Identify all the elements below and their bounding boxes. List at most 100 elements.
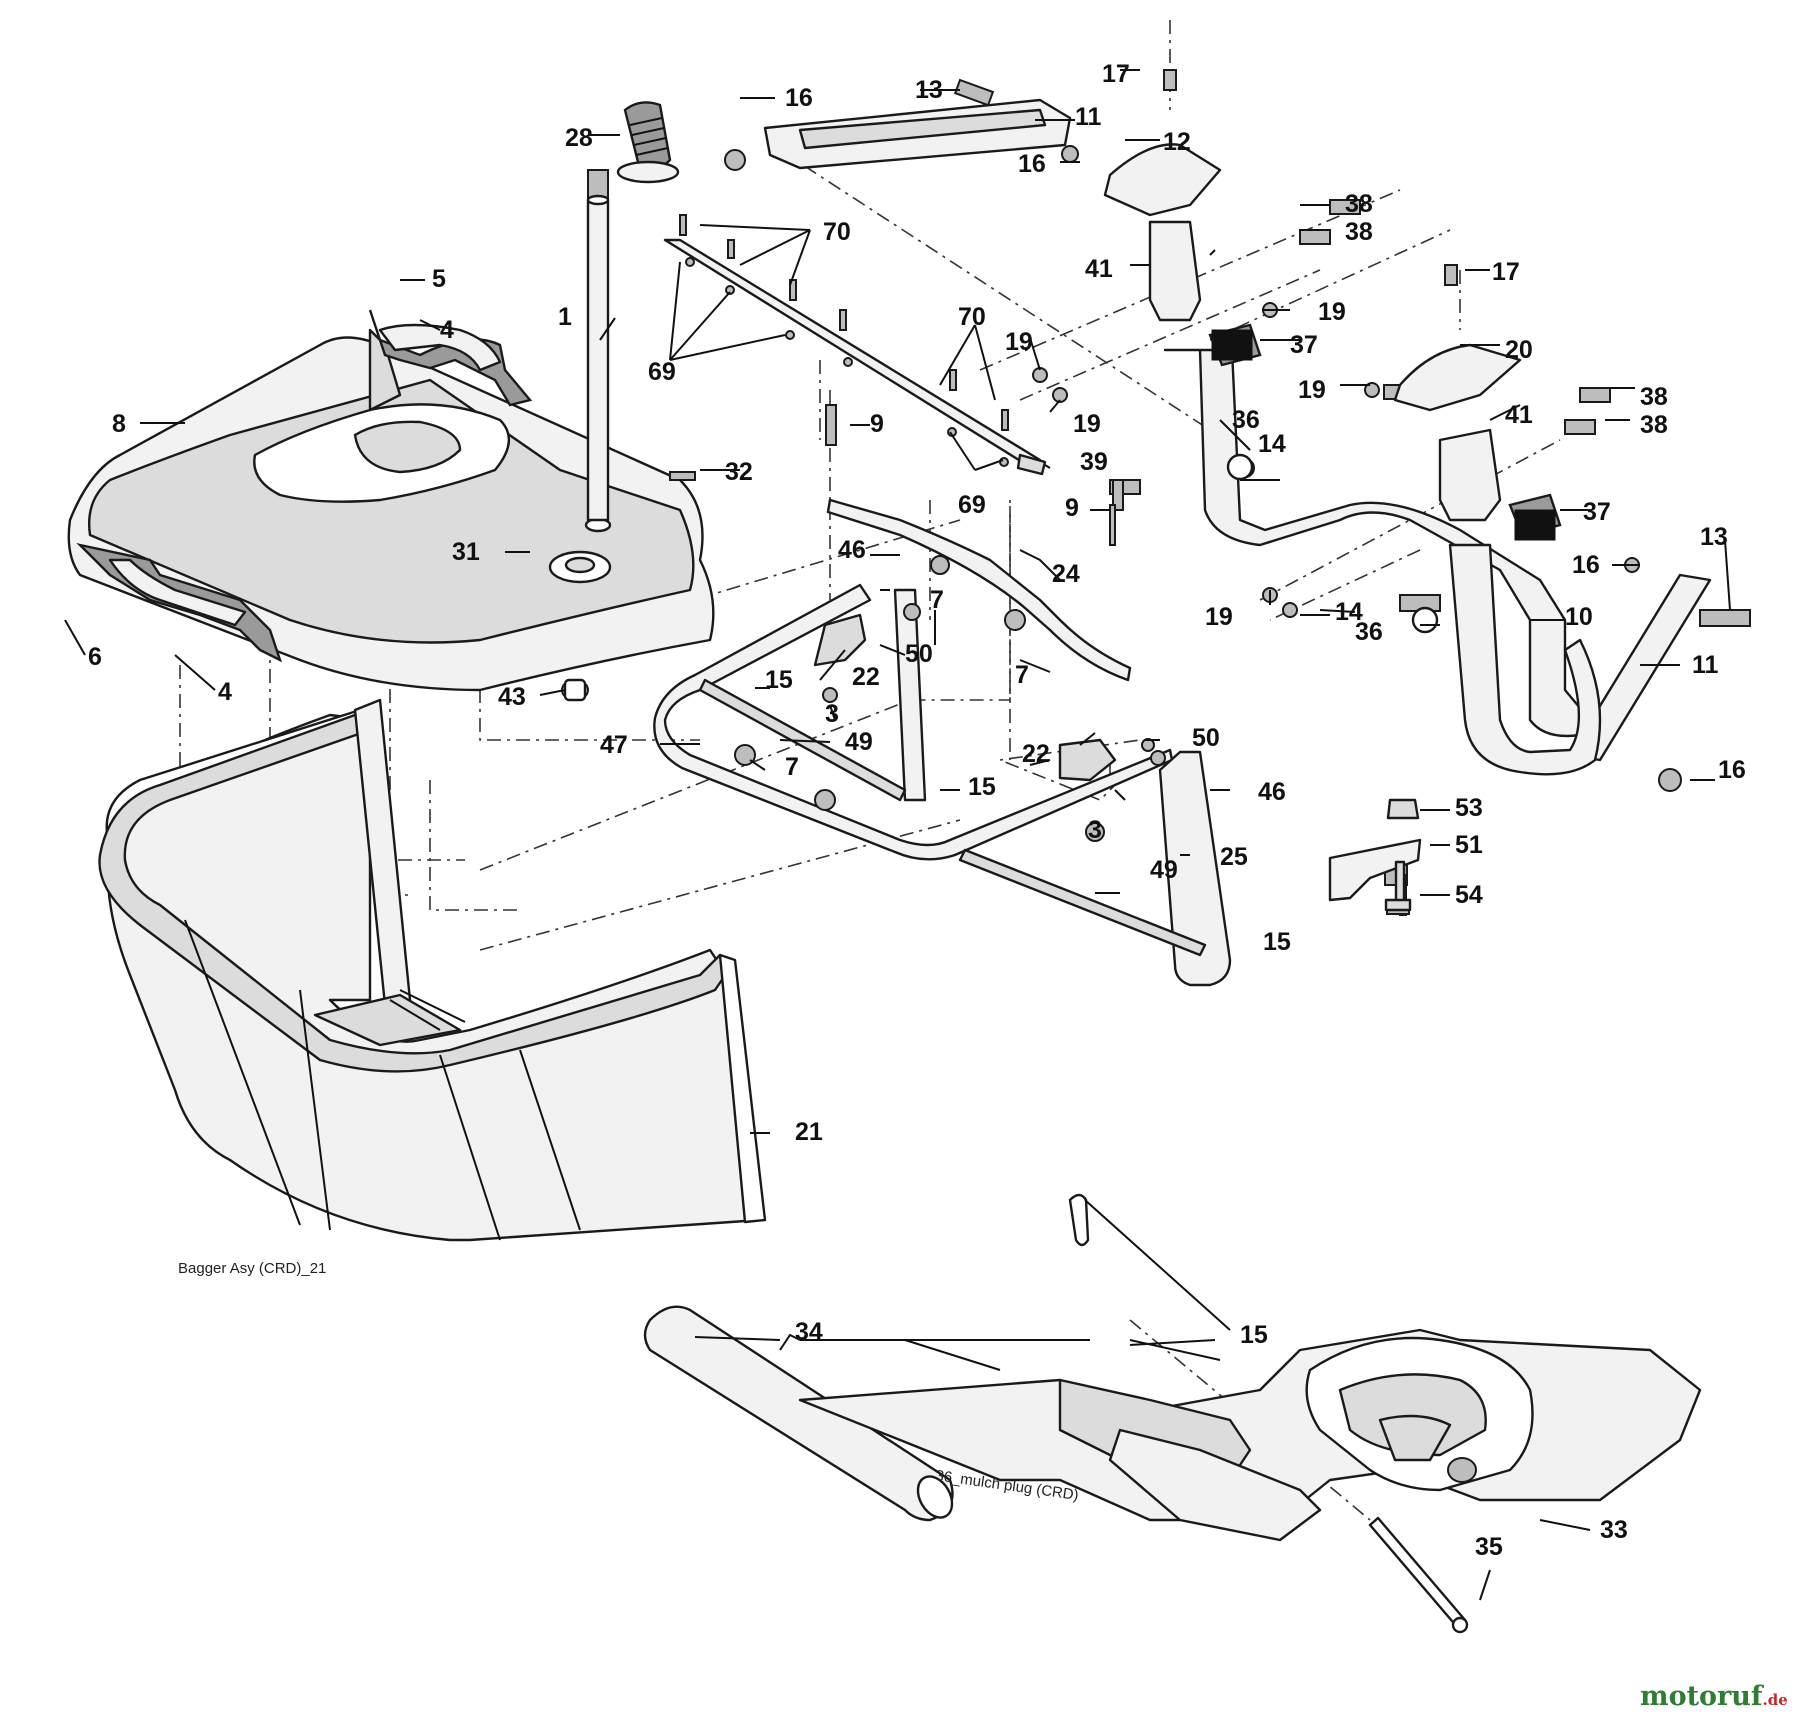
callout-3: 3 xyxy=(1088,816,1102,844)
callout-38: 38 xyxy=(1640,383,1668,411)
callout-46: 46 xyxy=(838,536,866,564)
callout-19: 19 xyxy=(1005,328,1033,356)
callout-16: 16 xyxy=(1572,551,1600,579)
callout-35: 35 xyxy=(1475,1533,1503,1561)
callout-14: 14 xyxy=(1258,430,1286,458)
caption-bagger-assembly: Bagger Asy (CRD)_21 xyxy=(178,1260,326,1277)
mulch-plug-part-33 xyxy=(798,1193,1702,1542)
callout-20: 20 xyxy=(1505,336,1533,364)
handle-part-4 xyxy=(76,309,533,663)
watermark-suffix: .de xyxy=(1763,1691,1788,1709)
bolt-part-54 xyxy=(1384,860,1412,912)
latch-part-51 xyxy=(1328,838,1422,902)
callout-41: 41 xyxy=(1505,401,1533,429)
callout-38: 38 xyxy=(1640,411,1668,439)
grip-part-28 xyxy=(616,101,680,184)
callout-39: 39 xyxy=(1080,448,1108,476)
callout-15: 15 xyxy=(968,773,996,801)
callout-19: 19 xyxy=(1205,603,1233,631)
callout-37: 37 xyxy=(1583,498,1611,526)
callout-4: 4 xyxy=(218,678,232,706)
callout-41: 41 xyxy=(1085,255,1113,283)
callout-24: 24 xyxy=(1052,560,1080,588)
callout-6: 6 xyxy=(88,643,102,671)
callout-22: 22 xyxy=(1022,740,1050,768)
callout-49: 49 xyxy=(845,728,873,756)
callout-36: 36 xyxy=(1355,618,1383,646)
callout-15: 15 xyxy=(1240,1321,1268,1349)
callout-7: 7 xyxy=(785,753,799,781)
callout-28: 28 xyxy=(565,124,593,152)
plug-part-43 xyxy=(563,678,587,702)
strap-part-11 xyxy=(763,98,1712,762)
tube-part-34 xyxy=(643,1305,954,1522)
callout-16: 16 xyxy=(1018,150,1046,178)
callout-7: 7 xyxy=(1015,661,1029,689)
callout-32: 32 xyxy=(725,458,753,486)
block-part-37 xyxy=(1211,329,1556,541)
callout-19: 19 xyxy=(1073,410,1101,438)
callout-11: 11 xyxy=(1075,103,1102,131)
callout-34: 34 xyxy=(795,1318,823,1346)
callout-12: 12 xyxy=(1163,128,1191,156)
callout-11: 11 xyxy=(1692,651,1719,679)
callout-70: 70 xyxy=(958,303,986,331)
callout-53: 53 xyxy=(1455,794,1483,822)
callout-13: 13 xyxy=(1700,523,1728,551)
callout-numbers: 1 3 3 4 4 5 6 7 7 7 8 9 9 10 11 11 12 13… xyxy=(88,60,1746,1561)
callout-69: 69 xyxy=(648,358,676,386)
callout-5: 5 xyxy=(432,265,446,293)
callout-13: 13 xyxy=(915,76,943,104)
clip-part-12 xyxy=(1103,143,1222,217)
callout-54: 54 xyxy=(1455,881,1483,909)
bar-part-39 xyxy=(663,238,1047,476)
bracket-part-41 xyxy=(1148,220,1502,522)
pin-part-35 xyxy=(1368,1516,1469,1634)
callout-19: 19 xyxy=(1298,376,1326,404)
callout-36: 36 xyxy=(1232,406,1260,434)
callout-31: 31 xyxy=(452,538,480,566)
callout-9: 9 xyxy=(870,410,884,438)
callout-16: 16 xyxy=(785,84,813,112)
callout-3: 3 xyxy=(825,700,839,728)
callout-9: 9 xyxy=(1065,494,1079,522)
callout-25: 25 xyxy=(1220,843,1248,871)
clip-part-20 xyxy=(1393,343,1522,412)
callout-17: 17 xyxy=(1492,258,1520,286)
watermark-logo: motoruf.de xyxy=(1640,1681,1788,1712)
nut-part-53 xyxy=(1386,798,1420,820)
frame-part-25 xyxy=(893,588,1232,987)
callout-70: 70 xyxy=(823,218,851,246)
callout-22: 22 xyxy=(852,663,880,691)
callout-16: 16 xyxy=(1718,756,1746,784)
callout-33: 33 xyxy=(1600,1516,1628,1544)
callout-47: 47 xyxy=(600,731,628,759)
callout-38: 38 xyxy=(1345,190,1373,218)
callout-50: 50 xyxy=(905,640,933,668)
callout-17: 17 xyxy=(1102,60,1130,88)
callout-37: 37 xyxy=(1290,331,1318,359)
callout-leaders xyxy=(64,69,1731,1601)
callout-1: 1 xyxy=(558,303,572,331)
callout-38: 38 xyxy=(1345,218,1373,246)
callout-69: 69 xyxy=(958,491,986,519)
frame-part-47 xyxy=(653,583,1174,861)
callout-51: 51 xyxy=(1455,831,1483,859)
fastener-set-69-70 xyxy=(679,214,1009,467)
callout-7: 7 xyxy=(930,586,944,614)
bagger-lid-part-8 xyxy=(67,169,715,692)
callout-43: 43 xyxy=(498,683,526,711)
callout-10: 10 xyxy=(1565,603,1593,631)
rail-part-49 xyxy=(698,678,1207,957)
callout-15: 15 xyxy=(1263,928,1291,956)
callout-50: 50 xyxy=(1192,724,1220,752)
callout-4: 4 xyxy=(440,316,454,344)
callout-19: 19 xyxy=(1318,298,1346,326)
callout-8: 8 xyxy=(112,410,126,438)
bag-hopper-part-21 xyxy=(98,698,767,1242)
callout-15: 15 xyxy=(765,666,793,694)
watermark-brand: motoruf xyxy=(1640,1681,1765,1712)
tube-part-1 xyxy=(586,194,610,522)
callout-46: 46 xyxy=(1258,778,1286,806)
